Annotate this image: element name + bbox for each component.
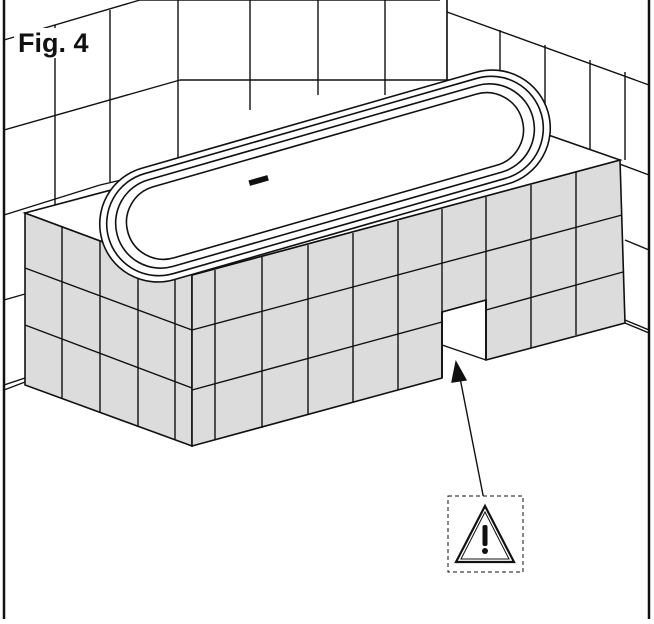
warning-arrow — [451, 359, 485, 501]
warning-triangle-icon — [447, 495, 524, 573]
panel-tile-joints — [24, 172, 650, 440]
bathtub — [98, 69, 552, 283]
figure-label: Fig. 4 — [14, 28, 93, 58]
